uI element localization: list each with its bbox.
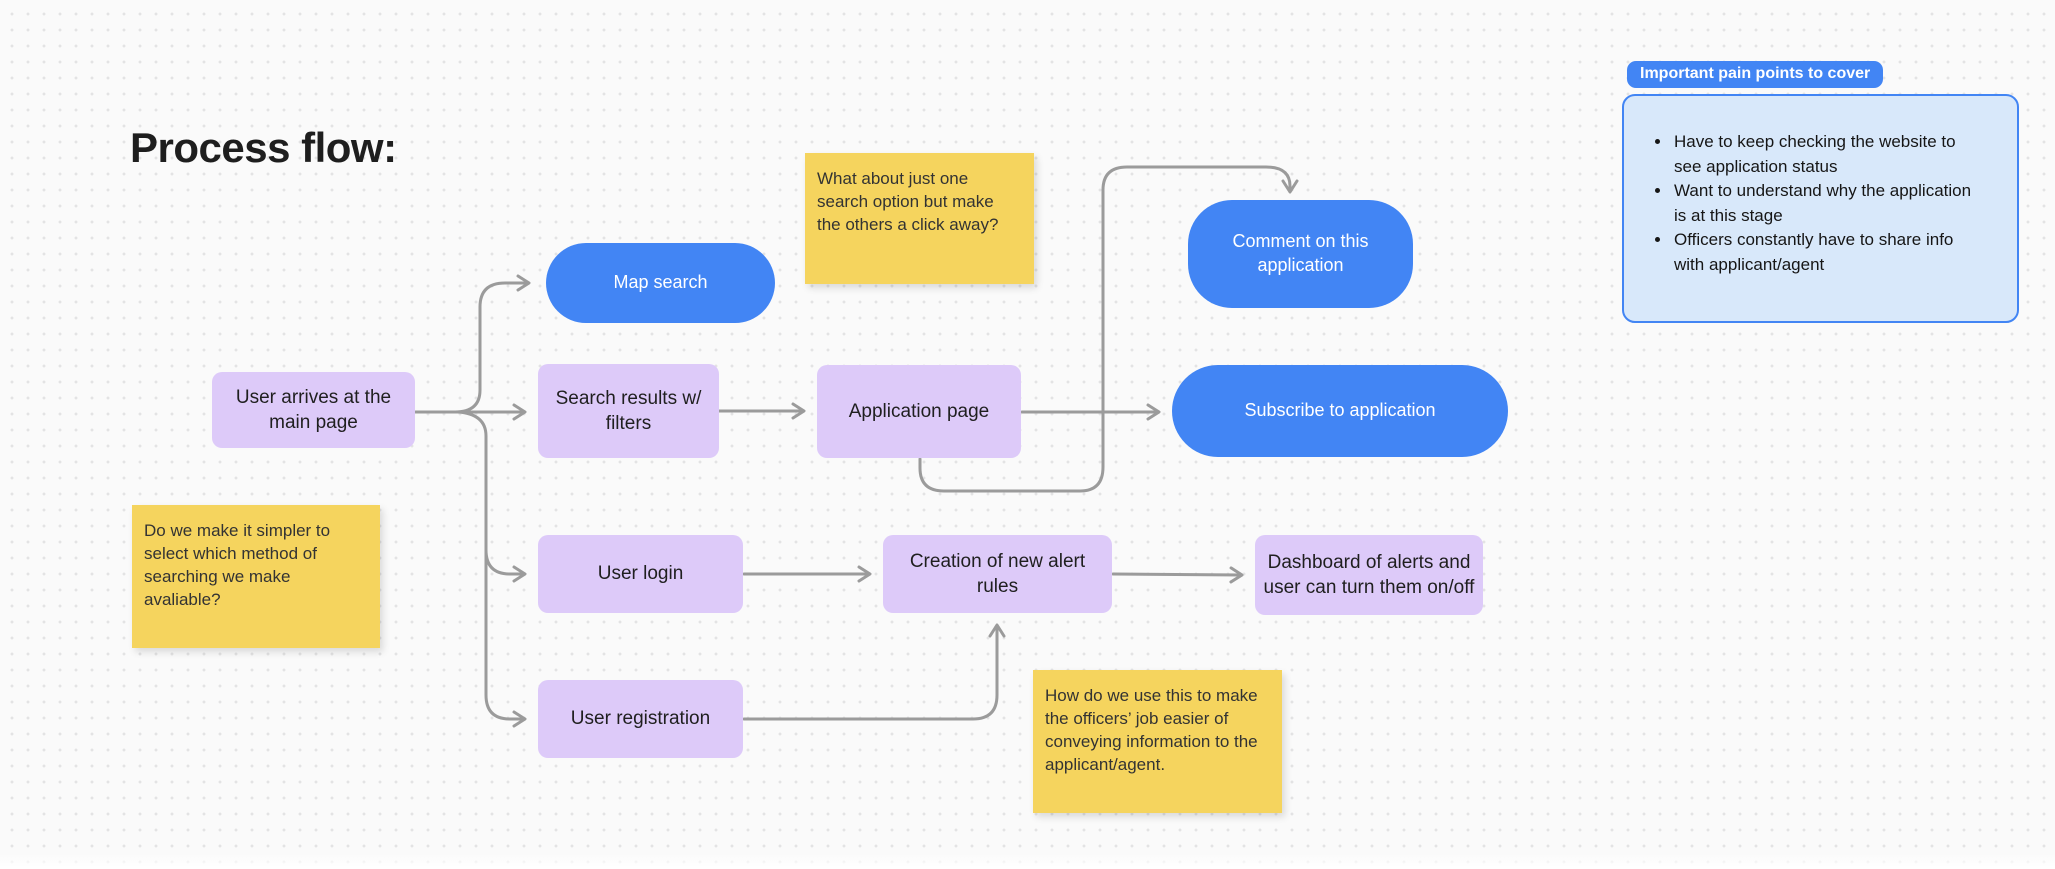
node-label: Subscribe to application	[1244, 400, 1436, 421]
node-label: Dashboard of alerts and user can turn th…	[1263, 551, 1475, 598]
pain-points-section-label[interactable]: Important pain points to cover	[1627, 61, 1884, 88]
sticky-note-officers-job[interactable]: How do we use this to make the officers’…	[1033, 670, 1282, 813]
page-title[interactable]: Process flow:	[130, 124, 397, 171]
node-search-results[interactable]: Search results w/ filters	[538, 364, 719, 458]
pain-points-panel[interactable]: Have to keep checking the website to see…	[1622, 94, 2019, 323]
node-user-registration[interactable]: User registration	[538, 680, 743, 758]
sticky-note-text: How do we use this to make the officers’…	[1045, 686, 1258, 774]
canvas-bottom-fade	[0, 853, 2055, 869]
node-label: Map search	[613, 272, 708, 293]
node-label: Comment on this application	[1232, 231, 1369, 275]
node-comment-application[interactable]: Comment on this application	[1188, 200, 1413, 308]
sticky-note-text: Do we make it simpler to select which me…	[144, 521, 331, 609]
node-label: Search results w/ filters	[555, 387, 702, 434]
sticky-note-one-search-option[interactable]: What about just one search option but ma…	[805, 153, 1034, 284]
node-label: User arrives at the main page	[235, 386, 392, 433]
connector-arrives-to-user-registration[interactable]	[414, 410, 527, 728]
node-alerts-dashboard[interactable]: Dashboard of alerts and user can turn th…	[1255, 535, 1483, 615]
pain-point-item: Have to keep checking the website to see…	[1672, 130, 1981, 179]
node-user-arrives[interactable]: User arrives at the main page	[212, 372, 415, 448]
pain-points-list: Have to keep checking the website to see…	[1672, 130, 1981, 277]
connector-arrives-to-map-search[interactable]	[414, 274, 531, 414]
node-label: User login	[597, 563, 684, 585]
node-label: User registration	[570, 708, 711, 730]
pain-point-item: Officers constantly have to share info w…	[1672, 228, 1981, 277]
pain-point-item: Want to understand why the application i…	[1672, 179, 1981, 228]
node-application-page[interactable]: Application page	[817, 365, 1021, 458]
node-label: Creation of new alert rules	[909, 550, 1086, 597]
connector-application-to-comment[interactable]	[918, 165, 1299, 493]
sticky-note-simpler-selection[interactable]: Do we make it simpler to select which me…	[132, 505, 380, 648]
connector-arrives-to-user-login[interactable]	[484, 548, 527, 583]
node-creation-alert-rules[interactable]: Creation of new alert rules	[883, 535, 1112, 613]
node-user-login[interactable]: User login	[538, 535, 743, 613]
node-map-search[interactable]: Map search	[546, 243, 775, 323]
sticky-note-text: What about just one search option but ma…	[817, 169, 999, 234]
connector-creation-to-dashboard[interactable]	[1111, 566, 1244, 584]
connector-registration-to-creation[interactable]	[742, 623, 1006, 721]
node-label: Application page	[848, 400, 990, 422]
node-subscribe-application[interactable]: Subscribe to application	[1172, 365, 1508, 457]
